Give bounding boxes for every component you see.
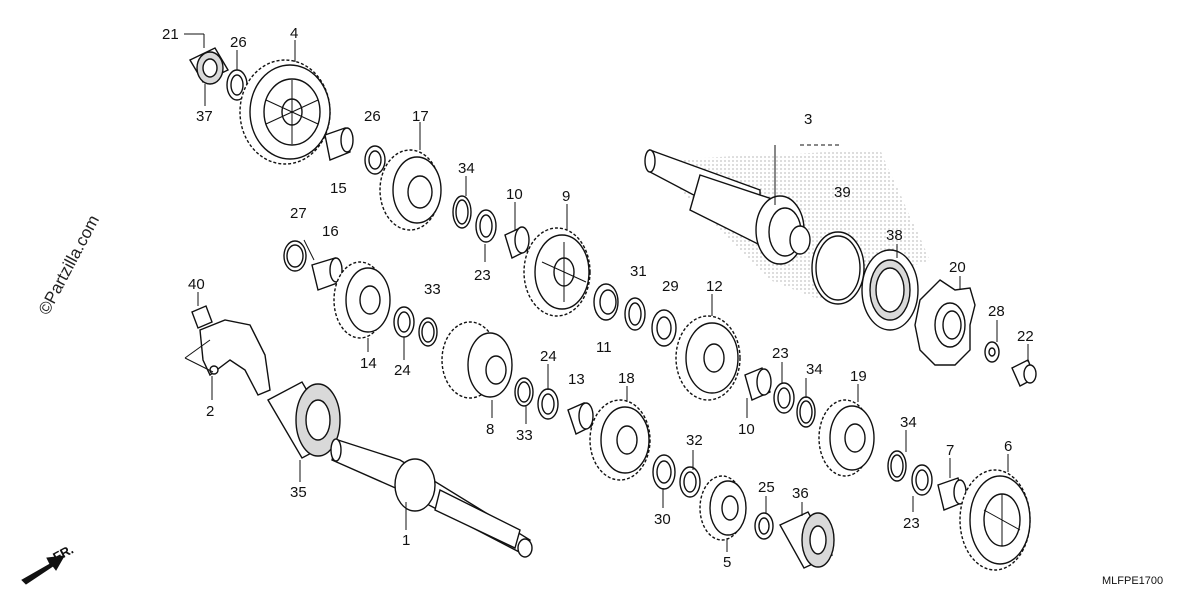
callout-30: 30 [654,511,671,528]
callout-15: 15 [330,180,347,197]
callout-25: 25 [758,479,775,496]
callout-21: 21 [162,26,179,43]
callout-12: 12 [706,278,723,295]
part-16-bushing [311,257,343,291]
part-38-oil-seal [861,249,919,331]
callout-13: 13 [568,371,585,388]
watermark: ©Partzilla.com [35,212,103,318]
part-30-washer [652,454,676,490]
part-13-needle-bearing [567,402,594,435]
callout-33b: 33 [516,427,533,444]
callout-24a: 24 [394,362,411,379]
part-34b-circlip [796,396,816,428]
part-23c-washer [911,464,933,496]
callout-39: 39 [834,184,851,201]
callout-35: 35 [290,484,307,501]
part-1-mainshaft [330,438,533,558]
part-28-washer [984,341,1000,363]
callout-31: 31 [630,263,647,280]
part-24a-washer [393,306,415,338]
callout-10b: 10 [738,421,755,438]
callout-26a: 26 [230,34,247,51]
part-36-bearing [779,511,835,569]
callout-23c: 23 [903,515,920,532]
part-35-bearing [267,381,341,459]
callout-33a: 33 [424,281,441,298]
part-24b-washer [537,388,559,420]
callout-7: 7 [946,442,954,459]
part-32-circlip [679,466,701,498]
front-direction-indicator: FR. [21,542,76,585]
callout-14: 14 [360,355,377,372]
part-15-bushing [324,127,354,161]
part-23b-washer [773,382,795,414]
callout-6: 6 [1004,438,1012,455]
callout-36: 36 [792,485,809,502]
part-40-bolt [191,305,213,329]
callout-17: 17 [412,108,429,125]
callout-4: 4 [290,25,298,42]
part-20-drive-sprocket [914,279,976,366]
callout-16: 16 [322,223,339,240]
callout-8: 8 [486,421,494,438]
part-29-washer [651,309,677,347]
part-33b-circlip [514,377,534,407]
callout-5: 5 [723,554,731,571]
part-23a-washer [475,209,497,243]
callout-11: 11 [596,339,612,356]
part-25-washer [754,512,774,540]
front-arrow-icon [21,555,65,585]
part-10a-needle-bearing [504,226,530,259]
callout-26b: 26 [364,108,381,125]
part-14-gear [333,261,391,339]
part-17-gear [379,149,442,231]
callout-19: 19 [850,368,867,385]
callout-28: 28 [988,303,1005,320]
callout-1: 1 [402,532,410,549]
part-22-bolt [1011,359,1037,387]
callout-29: 29 [662,278,679,295]
part-4-gear [239,59,331,165]
part-19-gear [818,399,875,477]
callout-20: 20 [949,259,966,276]
callout-3: 3 [804,111,812,128]
callout-27: 27 [290,205,307,222]
callout-32: 32 [686,432,703,449]
callout-23b: 23 [772,345,789,362]
part-18-gear [589,399,651,481]
leader-lines [184,33,1029,552]
part-34c-circlip [887,450,907,482]
part-10b-needle-bearing [744,367,772,401]
callout-37: 37 [196,108,213,125]
callout-34c: 34 [900,414,917,431]
callout-34b: 34 [806,361,823,378]
callout-18: 18 [618,370,635,387]
part-11-bushing [593,283,619,321]
callout-38: 38 [886,227,903,244]
part-9-gear [523,227,591,317]
part-5-gear [699,475,747,541]
part-37-bearing [189,47,229,85]
part-39-oring [811,231,865,305]
part-27-circlip [283,240,307,272]
part-6-gear [959,469,1031,571]
part-8-gear [441,321,513,399]
part-34a-circlip [452,195,472,229]
part-31-circlip [624,297,646,331]
callout-24b: 24 [540,348,557,365]
callout-40: 40 [188,276,205,293]
diagram-code: MLFPE1700 [1102,575,1163,587]
callout-22: 22 [1017,328,1034,345]
callout-34a: 34 [458,160,475,177]
callout-23a: 23 [474,267,491,284]
callout-9: 9 [562,188,570,205]
callout-2: 2 [206,403,214,420]
part-12-gear [675,315,741,401]
part-33a-circlip [418,317,438,347]
part-26b-washer [364,145,386,175]
part-2-bracket [199,319,271,396]
callout-10a: 10 [506,186,523,203]
